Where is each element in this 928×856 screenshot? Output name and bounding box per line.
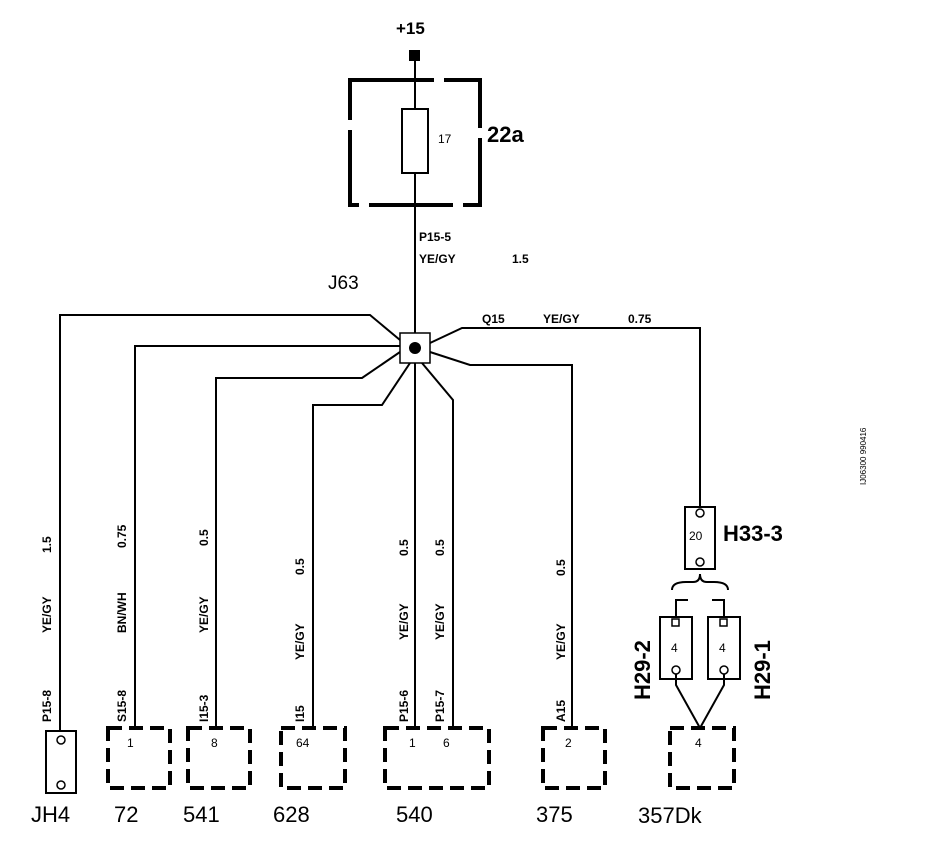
jh4-size: 1.5 [40,536,54,553]
c540a-pin: 1 [409,736,416,750]
c540-label: 540 [396,802,433,827]
c541-code: I15-3 [197,694,211,722]
h33-pin-bottom [695,557,705,567]
c540a-color: YE/GY [397,603,411,640]
jh4-label: JH4 [31,802,70,827]
c541-color: YE/GY [197,596,211,633]
c72-code: S15-8 [115,690,129,722]
q-wire-code: Q15 [482,312,505,326]
component-628-box [279,726,347,790]
q-wire-size: 0.75 [628,312,652,326]
fuse-element [401,108,429,174]
fuse-label: 22a [487,122,524,147]
wire-q15 [429,327,701,508]
jh4-pin-top [56,735,66,745]
c541-size: 0.5 [197,529,211,546]
c375-color: YE/GY [554,623,568,660]
main-wire-size: 1.5 [512,252,529,266]
c540b-pin: 6 [443,736,450,750]
component-72-box [106,726,172,790]
c375-pin: 2 [565,736,572,750]
fuse-box [348,78,482,207]
c628-label: 628 [273,802,310,827]
splice-brace [671,573,729,591]
wire-540-6 [421,362,454,728]
c628-code: I15 [293,705,307,722]
c72-size: 0.75 [115,524,129,548]
h29-1-pin: 4 [719,641,726,655]
component-540-box [383,726,491,790]
jh4-code: P15-8 [40,690,54,722]
wire-628 [312,362,411,728]
junction-label: J63 [328,273,359,294]
c375-label: 375 [536,802,573,827]
wire-jh4 [59,314,401,735]
c72-color: BN/WH [115,592,129,633]
q-wire-color: YE/GY [543,312,580,326]
main-wire-code: P15-5 [419,230,451,244]
junction-dot [409,342,421,354]
h29-2-pin: 4 [671,641,678,655]
c72-label: 72 [114,802,138,827]
c628-pin: 64 [296,736,310,750]
c540a-size: 0.5 [397,539,411,556]
jh4-color: YE/GY [40,596,54,633]
c357-pin: 4 [695,736,702,750]
wire-541 [215,351,401,728]
jh4-pin-bottom [56,780,66,790]
main-wire-color: YE/GY [419,252,456,266]
h33-pin-top [695,508,705,518]
c357-label: 357Dk [638,803,703,828]
h29-2-label: H29-2 [630,640,655,700]
component-375-box [541,726,607,790]
fuse-number: 17 [438,132,452,146]
c540a-code: P15-6 [397,690,411,722]
c541-pin: 8 [211,736,218,750]
c540b-code: P15-7 [433,690,447,722]
side-code: IJ06300 990416 [859,427,868,485]
c540b-size: 0.5 [433,539,447,556]
c72-pin: 1 [127,736,134,750]
c541-label: 541 [183,802,220,827]
supply-label: +15 [396,19,425,38]
component-541-box [186,726,252,790]
c628-size: 0.5 [293,558,307,575]
supply-terminal [409,50,420,61]
wire-375 [429,351,573,728]
c628-color: YE/GY [293,623,307,660]
c540b-color: YE/GY [433,603,447,640]
c375-code: A15 [554,700,568,722]
h33-label: H33-3 [723,521,783,546]
wire-72 [134,345,400,728]
h29-1-label: H29-1 [750,640,775,700]
h33-pin: 20 [689,529,703,543]
c375-size: 0.5 [554,559,568,576]
component-357dk-box [668,726,736,790]
